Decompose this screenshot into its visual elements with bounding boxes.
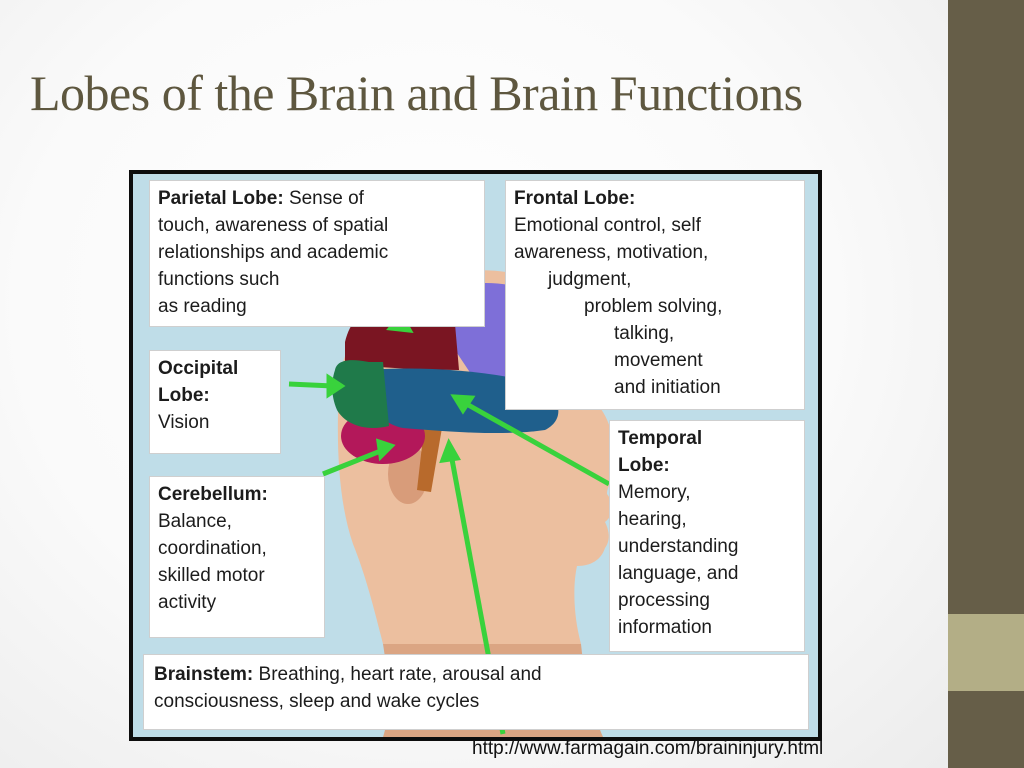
- frontal-line: awareness, motivation,: [514, 242, 709, 263]
- occipital-arrow: [288, 381, 334, 389]
- temporal-lobe-box: Temporal Lobe: Memory, hearing, understa…: [609, 420, 805, 652]
- cerebellum-arrowhead: [375, 438, 396, 462]
- slide-title: Lobes of the Brain and Brain Functions: [30, 65, 803, 121]
- temporal-line: hearing,: [618, 509, 687, 530]
- frontal-line: Emotional control, self: [514, 215, 701, 236]
- parietal-line: touch, awareness of spatial: [158, 215, 389, 236]
- parietal-line: functions such: [158, 269, 280, 290]
- side-accent: [948, 614, 1024, 691]
- frontal-line: movement: [614, 350, 703, 371]
- parietal-lobe-name: Parietal Lobe:: [158, 188, 284, 209]
- temporal-line: information: [618, 617, 712, 638]
- temporal-line: language, and: [618, 563, 739, 584]
- occipital-lobe-shape: [332, 360, 389, 429]
- temporal-lobe-name: Temporal: [618, 428, 703, 449]
- frontal-line: judgment,: [548, 269, 632, 290]
- cerebellum-name: Cerebellum:: [158, 484, 268, 505]
- parietal-lobe-desc-start: Sense of: [288, 188, 364, 209]
- brainstem-box: Brainstem: Breathing, heart rate, arousa…: [143, 654, 809, 730]
- brainstem-desc-2: consciousness, sleep and wake cycles: [154, 691, 480, 712]
- frontal-lobe-name: Frontal Lobe:: [514, 188, 636, 209]
- cerebellum-box: Cerebellum: Balance, coordination, skill…: [149, 476, 325, 638]
- frontal-line: problem solving,: [584, 296, 723, 317]
- brainstem-arrowhead: [439, 438, 461, 464]
- temporal-line: processing: [618, 590, 710, 611]
- parietal-line: relationships and academic: [158, 242, 389, 263]
- temporal-lobe-name-2: Lobe:: [618, 455, 670, 476]
- occipital-lobe-name-2: Lobe:: [158, 385, 210, 406]
- brainstem-name: Brainstem:: [154, 664, 254, 685]
- frontal-lobe-box: Frontal Lobe: Emotional control, self aw…: [505, 180, 805, 410]
- cerebellum-line: coordination,: [158, 538, 267, 559]
- cerebellum-arrow: [322, 447, 384, 477]
- diagram-canvas: Parietal Lobe: Sense of touch, awareness…: [133, 174, 818, 737]
- temporal-arrow: [461, 399, 611, 487]
- occipital-lobe-box: Occipital Lobe: Vision: [149, 350, 281, 454]
- temporal-line: understanding: [618, 536, 739, 557]
- occipital-desc: Vision: [158, 412, 210, 433]
- brainstem-desc: Breathing, heart rate, arousal and: [258, 664, 542, 685]
- temporal-line: Memory,: [618, 482, 691, 503]
- brain-diagram: Parietal Lobe: Sense of touch, awareness…: [129, 170, 822, 741]
- parietal-line: as reading: [158, 296, 247, 317]
- occipital-arrowhead: [326, 373, 346, 399]
- parietal-lobe-box: Parietal Lobe: Sense of touch, awareness…: [149, 180, 485, 327]
- cerebellum-line: activity: [158, 592, 217, 613]
- cerebellum-line: Balance,: [158, 511, 232, 532]
- temporal-arrowhead: [450, 394, 476, 415]
- frontal-line: talking,: [614, 323, 675, 344]
- cerebellum-line: skilled motor: [158, 565, 265, 586]
- occipital-lobe-name: Occipital: [158, 358, 239, 379]
- frontal-line: and initiation: [614, 377, 721, 398]
- source-url: http://www.farmagain.com/braininjury.htm…: [472, 738, 824, 759]
